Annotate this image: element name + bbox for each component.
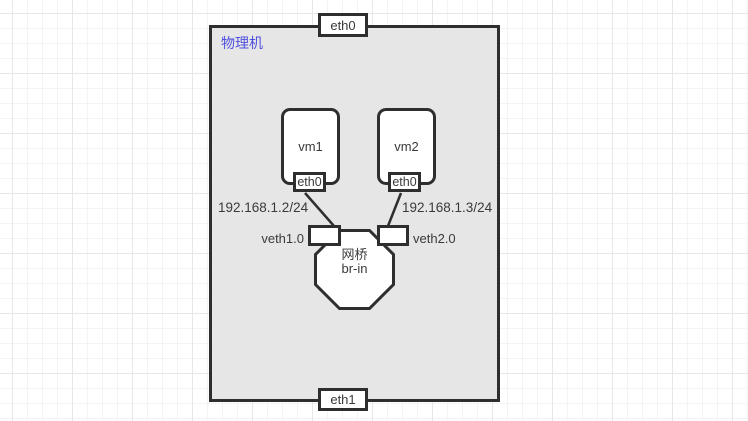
host-machine-label: 物理机 bbox=[221, 35, 263, 51]
vm2-box[interactable]: vm2 bbox=[377, 108, 436, 185]
vm1-eth0-label: eth0 bbox=[297, 174, 322, 189]
bridge-label: 网桥 br-in bbox=[314, 248, 395, 276]
veth2-label: veth2.0 bbox=[413, 231, 456, 246]
vm2-eth0-label: eth0 bbox=[392, 174, 417, 189]
host-port-eth0-label: eth0 bbox=[330, 17, 356, 33]
vm2-ip-label: 192.168.1.3/24 bbox=[402, 200, 493, 215]
host-port-eth0[interactable]: eth0 bbox=[318, 13, 368, 37]
veth1-port[interactable] bbox=[308, 225, 341, 246]
host-port-eth1[interactable]: eth1 bbox=[318, 388, 368, 411]
bridge-name-label: br-in bbox=[341, 261, 368, 276]
bridge-type-label: 网桥 bbox=[341, 247, 368, 262]
host-port-eth1-label: eth1 bbox=[330, 392, 356, 407]
veth1-label: veth1.0 bbox=[261, 231, 304, 246]
veth2-port[interactable] bbox=[377, 225, 409, 246]
vm1-ip-label: 192.168.1.2/24 bbox=[218, 200, 309, 215]
vm1-eth0-port[interactable]: eth0 bbox=[293, 172, 326, 192]
host-machine-box[interactable] bbox=[209, 25, 500, 402]
vm1-label: vm1 bbox=[298, 139, 323, 154]
vm2-eth0-port[interactable]: eth0 bbox=[388, 172, 421, 192]
vm2-label: vm2 bbox=[394, 139, 419, 154]
